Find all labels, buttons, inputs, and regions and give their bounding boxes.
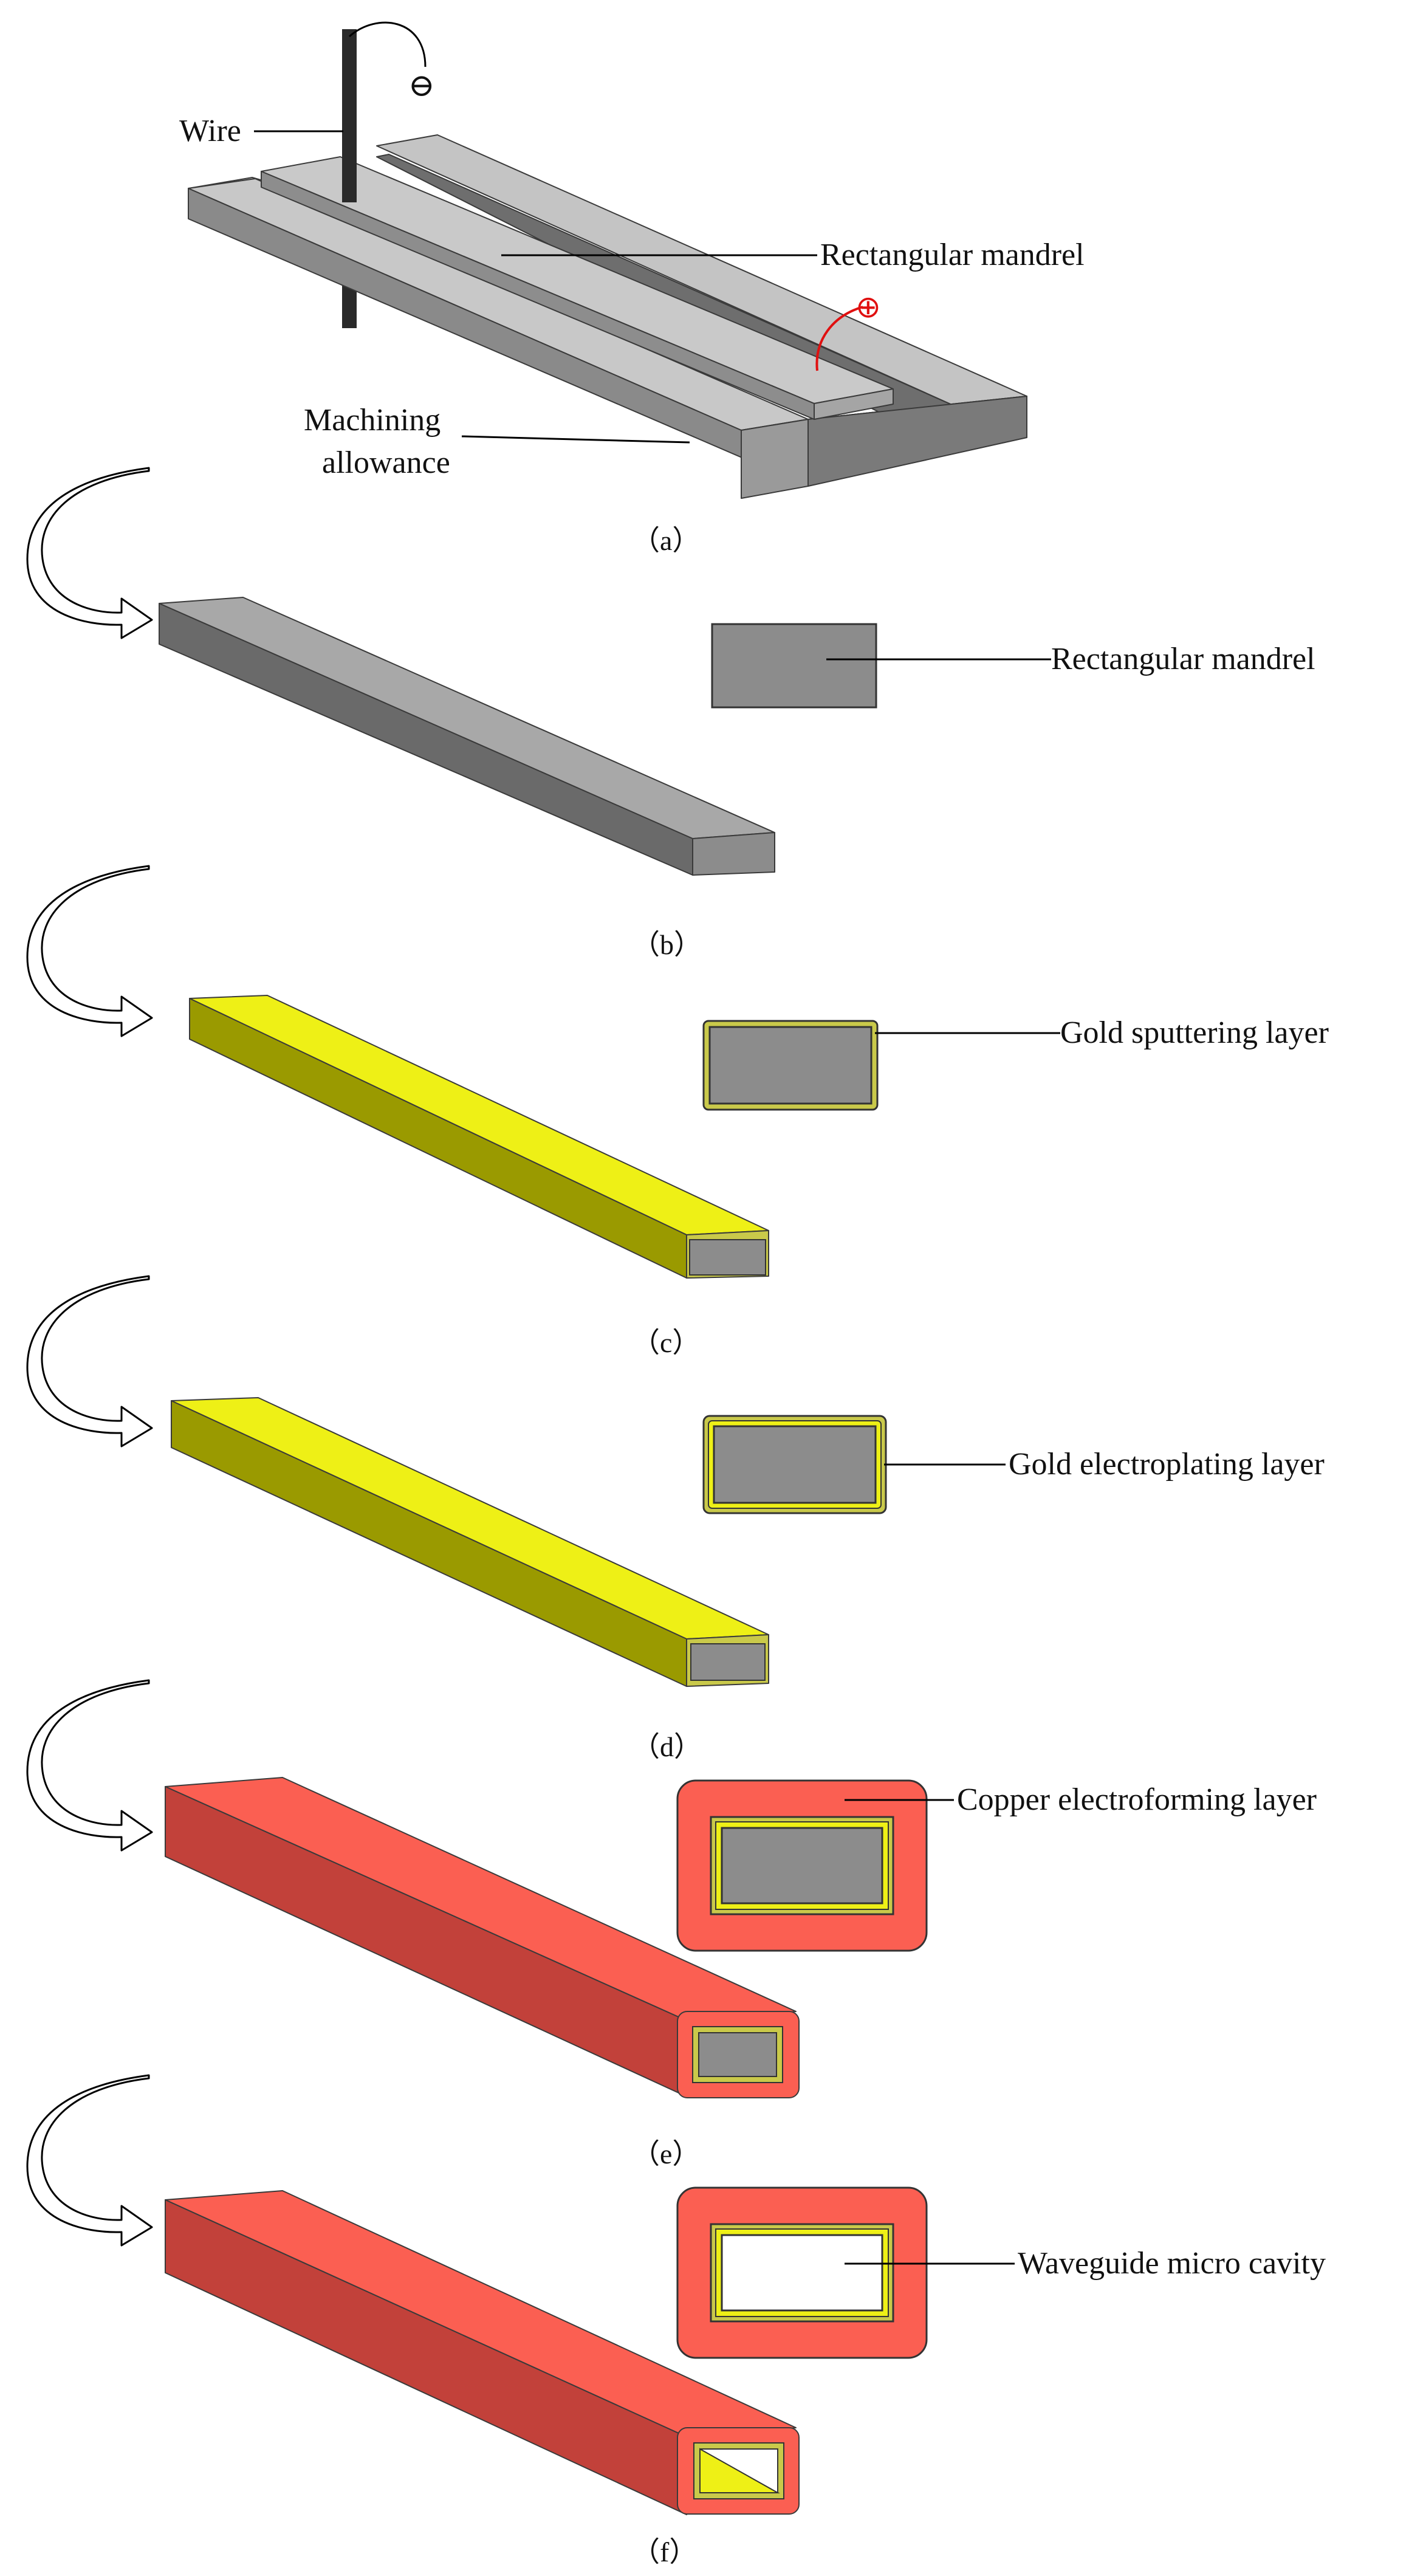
sputtered-side: [189, 998, 687, 1279]
sputtered-end-core: [689, 1239, 766, 1276]
waveguide-inner-wall: [699, 2448, 780, 2493]
plated-side: [171, 1400, 687, 1687]
caption-a: （a）: [632, 525, 700, 556]
panel-a: ⊖ ⊕ Wire Rectangular mandrel Machining a…: [179, 21, 1085, 556]
mandrel-side: [159, 603, 693, 876]
positive-lead: [815, 306, 863, 371]
arrow-icon: [26, 1679, 153, 1852]
label-wire: Wire: [179, 114, 241, 148]
plate-side-end: [807, 396, 1027, 487]
label-rect-mandrel-a: Rectangular mandrel: [820, 238, 1085, 272]
plated-end-core: [690, 1643, 766, 1681]
label-gold-sputtering: Gold sputtering layer: [1060, 1015, 1329, 1050]
wire-lead: [349, 21, 427, 67]
cavity-void: [721, 2234, 883, 2312]
panel-e: Copper electroforming layer （e）: [165, 1777, 1317, 2169]
arrow-icon: [26, 467, 153, 639]
caption-b: （b）: [632, 929, 702, 960]
positive-symbol: ⊕: [855, 289, 881, 325]
caption-c: （c）: [632, 1327, 700, 1358]
panel-f: Waveguide micro cavity （f）: [165, 2186, 1326, 2567]
mandrel-end-a: [814, 388, 894, 420]
arrow-icon: [26, 1275, 153, 1448]
label-rect-mandrel-b: Rectangular mandrel: [1051, 642, 1315, 676]
mandrel-core: [713, 1425, 877, 1504]
wire-rod: [342, 29, 357, 202]
mandrel-core: [708, 1026, 872, 1105]
mandrel-end: [692, 832, 775, 876]
caption-f: （f）: [632, 2537, 697, 2567]
mandrel-core: [721, 1827, 883, 1905]
process-arrows: [26, 467, 153, 2247]
panel-c: Gold sputtering layer （c）: [189, 995, 1329, 1358]
sputtered-top: [189, 995, 769, 1235]
label-machining-1: Machining: [304, 403, 441, 438]
mandrel-cross-section: [711, 623, 877, 709]
arrow-icon: [26, 865, 153, 1037]
negative-symbol: ⊖: [408, 69, 435, 103]
panel-b: Rectangular mandrel （b）: [159, 597, 1315, 960]
plated-top: [171, 1397, 769, 1640]
caption-d: （d）: [632, 1731, 702, 1762]
label-waveguide-cavity: Waveguide micro cavity: [1018, 2246, 1326, 2281]
label-machining-2: allowance: [322, 445, 450, 480]
arrow-icon: [26, 2074, 153, 2247]
label-copper-electroforming: Copper electroforming layer: [957, 1782, 1317, 1817]
caption-e: （e）: [632, 2138, 700, 2169]
label-gold-electroplating: Gold electroplating layer: [1009, 1447, 1325, 1482]
mandrel-top: [159, 597, 775, 839]
plate-side-front: [741, 419, 809, 499]
waveguide-side: [165, 2199, 687, 2515]
panel-d: Gold electroplating layer （d）: [171, 1397, 1325, 1762]
copper-end-core: [698, 2032, 777, 2077]
